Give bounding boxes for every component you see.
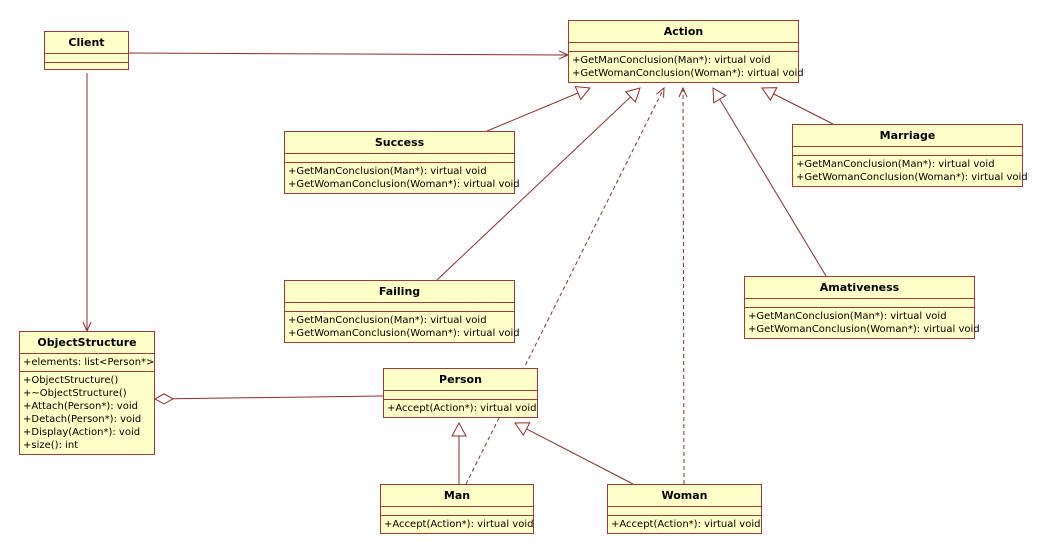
attributes-compartment: +elements: list<Person*> xyxy=(20,354,154,372)
operation: +GetManConclusion(Man*): virtual void xyxy=(748,311,947,322)
operations-compartment xyxy=(45,63,128,69)
operation: +ObjectStructure() xyxy=(23,375,119,386)
operation: +Detach(Person*): void xyxy=(23,414,142,425)
dependency-woman-action xyxy=(682,87,685,485)
class-success[interactable]: Success +GetManConclusion(Man*): virtual … xyxy=(284,131,520,194)
generalization-arrowhead xyxy=(761,87,778,102)
class-amativeness[interactable]: Amativeness +GetManConclusion(Man*): virt… xyxy=(744,276,980,339)
class-objectstructure[interactable]: ObjectStructure +elements: list<Person*> +… xyxy=(19,331,155,455)
attribute: +elements: list<Person*> xyxy=(23,357,155,368)
generalization-amativeness-action xyxy=(719,98,827,277)
operations-compartment: +Accept(Action*): virtual void xyxy=(384,400,537,417)
operation: +GetWomanConclusion(Woman*): virtual voi… xyxy=(796,172,1028,183)
class-action[interactable]: Action +GetManConclusion(Man*): virtual v… xyxy=(568,20,804,83)
class-name: Marriage xyxy=(793,125,1022,147)
aggregation-objectstructure-person xyxy=(172,395,384,400)
class-name: Person xyxy=(384,369,537,391)
class-marriage[interactable]: Marriage +GetManConclusion(Man*): virtual… xyxy=(792,124,1028,187)
generalization-arrowhead xyxy=(451,421,467,437)
class-name: Failing xyxy=(285,281,514,303)
operation: +GetWomanConclusion(Woman*): virtual voi… xyxy=(748,324,980,335)
operations-compartment: +GetManConclusion(Man*): virtual void +Ge… xyxy=(745,308,980,338)
dependency-arrowhead xyxy=(678,86,688,98)
class-name: Success xyxy=(285,132,514,154)
operation: +Attach(Person*): void xyxy=(23,401,138,412)
class-failing[interactable]: Failing +GetManConclusion(Man*): virtual … xyxy=(284,280,520,343)
attributes-compartment xyxy=(608,507,761,516)
operations-compartment: +GetManConclusion(Man*): virtual void +Ge… xyxy=(285,163,520,193)
class-woman[interactable]: Woman +Accept(Action*): virtual void xyxy=(607,484,762,534)
generalization-arrowhead xyxy=(514,422,531,437)
operations-compartment: +Accept(Action*): virtual void xyxy=(608,516,761,533)
dependency-arrowhead xyxy=(656,86,665,98)
generalization-arrowhead xyxy=(712,87,727,104)
attributes-compartment xyxy=(45,54,128,63)
operation: +Accept(Action*): virtual void xyxy=(384,519,534,530)
operation: +Display(Action*): void xyxy=(23,427,141,438)
attributes-compartment xyxy=(569,43,798,52)
operation: +Accept(Action*): virtual void xyxy=(611,519,761,530)
operations-compartment: +ObjectStructure() +~ObjectStructure() +At… xyxy=(20,372,154,454)
class-name: Client xyxy=(45,32,128,54)
class-man[interactable]: Man +Accept(Action*): virtual void xyxy=(380,484,534,534)
operation: +Accept(Action*): virtual void xyxy=(387,403,537,414)
class-name: Woman xyxy=(608,485,761,507)
class-name: Man xyxy=(381,485,533,507)
generalization-failing-action xyxy=(436,96,631,281)
generalization-woman-person xyxy=(526,428,634,485)
operation: +GetManConclusion(Man*): virtual void xyxy=(796,159,995,170)
operation: +~ObjectStructure() xyxy=(23,388,127,399)
operation: +GetWomanConclusion(Woman*): virtual voi… xyxy=(288,328,520,339)
operation: +GetWomanConclusion(Woman*): virtual voi… xyxy=(572,68,804,79)
attributes-compartment xyxy=(793,147,1022,156)
generalization-arrowhead xyxy=(574,85,591,101)
aggregation-diamond xyxy=(153,393,175,405)
operation: +GetManConclusion(Man*): virtual void xyxy=(572,55,771,66)
attributes-compartment xyxy=(381,507,533,516)
class-name: Amativeness xyxy=(745,277,974,299)
generalization-arrowhead xyxy=(624,87,641,103)
generalization-success-action xyxy=(486,92,579,132)
operation: +GetManConclusion(Man*): virtual void xyxy=(288,315,487,326)
operation: +GetWomanConclusion(Woman*): virtual voi… xyxy=(288,179,520,190)
dependency-man-action xyxy=(465,87,665,485)
operations-compartment: +GetManConclusion(Man*): virtual void +Ge… xyxy=(569,52,804,82)
association-client-action xyxy=(128,52,569,56)
attributes-compartment xyxy=(745,299,974,308)
attributes-compartment xyxy=(285,303,514,312)
operations-compartment: +GetManConclusion(Man*): virtual void +Ge… xyxy=(285,312,520,342)
generalization-marriage-action xyxy=(773,93,834,125)
class-name: Action xyxy=(569,21,798,43)
class-client[interactable]: Client xyxy=(44,31,129,70)
class-name: ObjectStructure xyxy=(20,332,154,354)
operations-compartment: +Accept(Action*): virtual void xyxy=(381,516,533,533)
operations-compartment: +GetManConclusion(Man*): virtual void +Ge… xyxy=(793,156,1028,186)
operation: +size(): int xyxy=(23,440,79,451)
operation: +GetManConclusion(Man*): virtual void xyxy=(288,166,487,177)
attributes-compartment xyxy=(384,391,537,400)
attributes-compartment xyxy=(285,154,514,163)
class-person[interactable]: Person +Accept(Action*): virtual void xyxy=(383,368,538,418)
